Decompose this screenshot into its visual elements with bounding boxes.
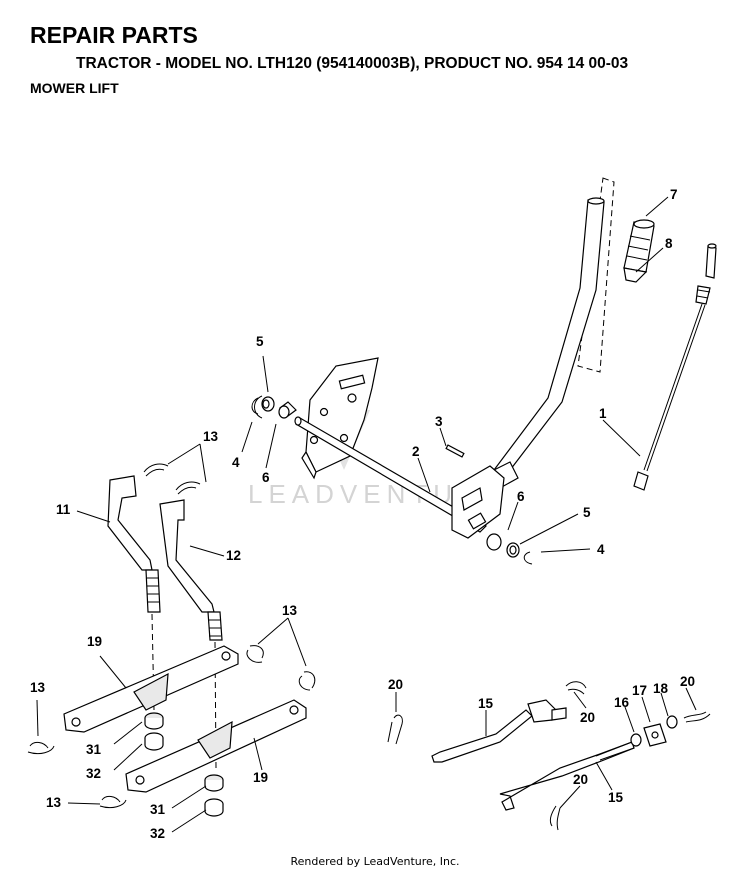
callout-20c: 20 bbox=[680, 674, 695, 689]
page-title: REPAIR PARTS bbox=[30, 22, 198, 48]
callout-4a: 4 bbox=[232, 455, 240, 470]
callout-5b: 5 bbox=[583, 505, 591, 520]
callout-11: 11 bbox=[56, 502, 71, 517]
callout-19a: 19 bbox=[87, 634, 102, 649]
mounting-bracket bbox=[301, 357, 379, 480]
callout-20a: 20 bbox=[388, 677, 403, 692]
height-adjust-cable bbox=[633, 243, 717, 491]
callout-1: 1 bbox=[599, 406, 607, 421]
left-shaft-hardware bbox=[251, 395, 297, 419]
hairpin-clips bbox=[27, 463, 316, 809]
callout-20d: 20 bbox=[573, 772, 588, 787]
adjust-hardware bbox=[387, 681, 711, 831]
callout-3: 3 bbox=[435, 414, 443, 429]
callout-16: 16 bbox=[614, 695, 630, 710]
adjust-rod-lower bbox=[499, 741, 635, 811]
callout-31a: 31 bbox=[86, 742, 102, 757]
callout-labels: 1 2 3 4 4 5 5 6 6 7 8 11 12 13 13 13 13 … bbox=[30, 187, 695, 841]
lift-shaft bbox=[294, 416, 487, 533]
spacer-nut-upper bbox=[144, 712, 164, 751]
section-title: MOWER LIFT bbox=[30, 80, 119, 96]
callout-13b: 13 bbox=[282, 603, 298, 618]
callout-13c: 13 bbox=[30, 680, 46, 695]
lever-hub bbox=[451, 465, 505, 539]
callout-4b: 4 bbox=[597, 542, 605, 557]
lift-link-11 bbox=[107, 475, 161, 613]
adjust-rod-upper bbox=[431, 699, 567, 763]
callout-7: 7 bbox=[670, 187, 678, 202]
callout-12: 12 bbox=[226, 548, 241, 563]
lift-arm-upper bbox=[63, 645, 239, 733]
callout-6b: 6 bbox=[517, 489, 525, 504]
callout-5a: 5 bbox=[256, 334, 264, 349]
spacer-nut-lower bbox=[204, 774, 224, 817]
callout-15a: 15 bbox=[478, 696, 494, 711]
callout-13d: 13 bbox=[46, 795, 62, 810]
callout-8: 8 bbox=[665, 236, 673, 251]
lever-hidden-outline bbox=[577, 177, 615, 373]
pin bbox=[445, 444, 465, 458]
model-subtitle: TRACTOR - MODEL NO. LTH120 (954140003B),… bbox=[76, 55, 629, 72]
lift-arm-lower bbox=[125, 699, 307, 793]
callout-31b: 31 bbox=[150, 802, 166, 817]
leader-lines bbox=[36, 196, 697, 833]
callout-18: 18 bbox=[653, 681, 669, 696]
ferrule bbox=[623, 267, 648, 283]
callout-20b: 20 bbox=[580, 710, 595, 725]
callout-6a: 6 bbox=[262, 470, 270, 485]
footer-credit: Rendered by LeadVenture, Inc. bbox=[290, 855, 460, 868]
callout-32a: 32 bbox=[86, 766, 101, 781]
right-shaft-hardware bbox=[486, 533, 533, 565]
callout-13a: 13 bbox=[203, 429, 219, 444]
lift-lever-handle bbox=[493, 197, 605, 489]
callout-32b: 32 bbox=[150, 826, 165, 841]
handle-grip bbox=[623, 219, 655, 273]
callout-17: 17 bbox=[632, 683, 647, 698]
lift-link-12 bbox=[159, 499, 223, 641]
callout-2: 2 bbox=[412, 444, 420, 459]
callout-15b: 15 bbox=[608, 790, 624, 805]
callout-19b: 19 bbox=[253, 770, 268, 785]
